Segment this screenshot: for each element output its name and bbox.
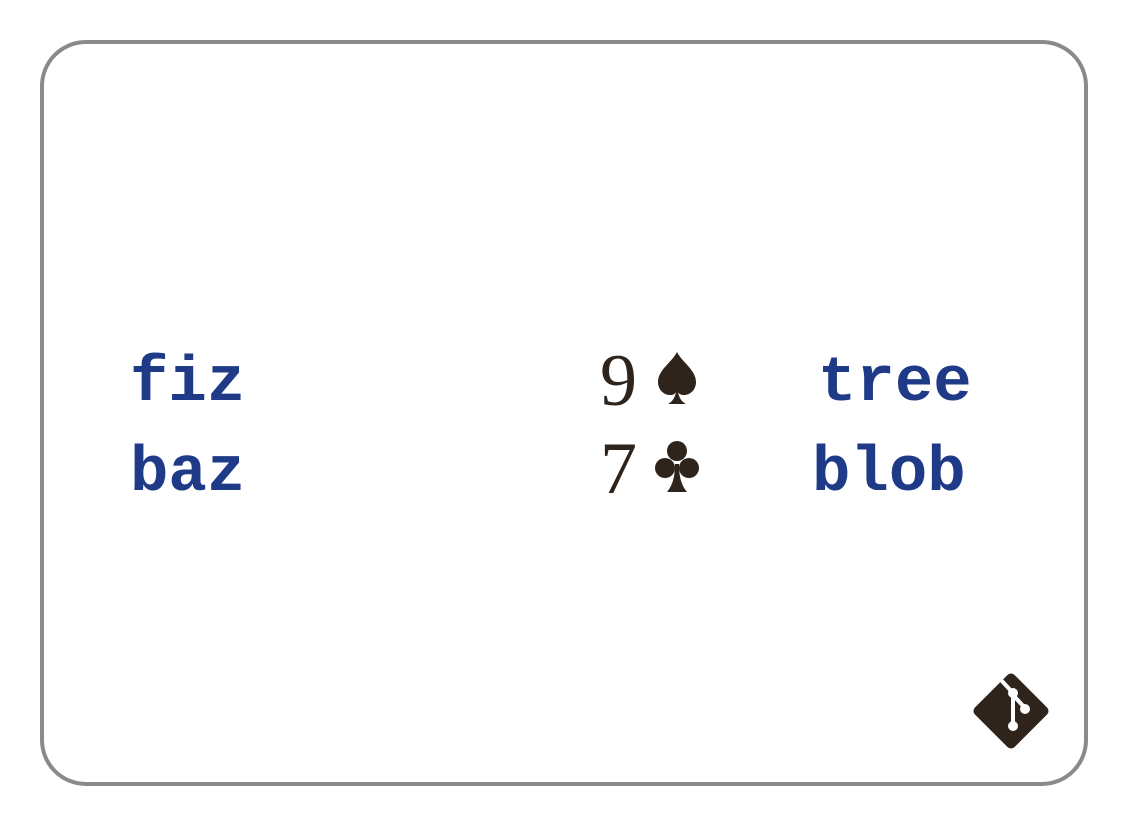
right-label-row1: tree: [818, 348, 972, 420]
card: fiz 9 tree baz 7 blob: [40, 40, 1088, 786]
rank-row1: 9: [600, 340, 637, 422]
club-icon: [655, 441, 699, 492]
rank-row2: 7: [600, 428, 637, 510]
right-label-row2: blob: [812, 438, 966, 510]
spade-icon: [658, 352, 696, 404]
left-label-row1: fiz: [130, 348, 246, 420]
git-icon: [973, 673, 1049, 749]
left-label-row2: baz: [130, 438, 246, 510]
